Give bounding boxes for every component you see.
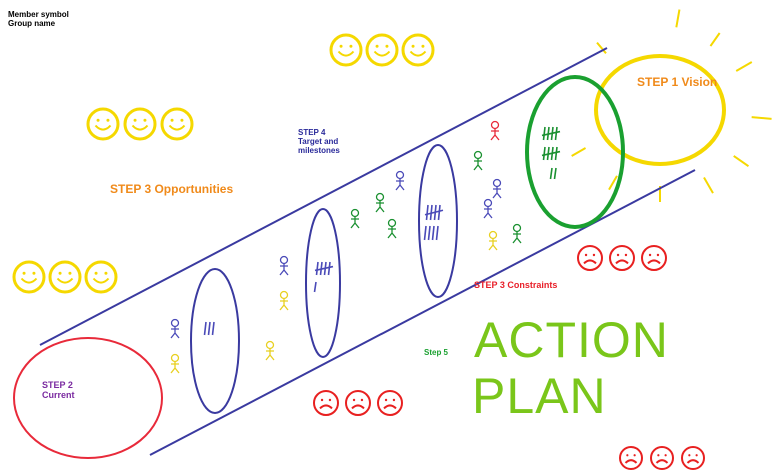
smiley-face-icon xyxy=(48,260,82,294)
tube-pipeline xyxy=(39,47,696,456)
tally-marks-icon xyxy=(549,167,557,180)
tube-top-edge xyxy=(39,47,608,346)
stick-figure-icon xyxy=(170,353,180,374)
frowning-face-icon xyxy=(609,245,635,271)
stick-figure-icon xyxy=(279,255,289,276)
stick-figure-icon xyxy=(483,198,493,219)
step3-opportunities-label: STEP 3 Opportunities xyxy=(110,182,234,196)
frowning-face-icon xyxy=(313,390,339,416)
vision-circle xyxy=(594,54,726,166)
smiley-face-icon xyxy=(329,33,363,67)
stick-figure-icon xyxy=(265,340,275,361)
tally-marks-icon xyxy=(314,261,334,276)
milestone-ring-4 xyxy=(525,75,625,229)
sun-ray xyxy=(709,32,721,47)
tally-marks-icon xyxy=(541,126,561,141)
frowning-face-icon xyxy=(377,390,403,416)
stick-figure-icon xyxy=(492,178,502,199)
current-circle xyxy=(13,337,163,459)
stick-figure-icon xyxy=(473,150,483,171)
step3-constraints-label: STEP 3 Constraints xyxy=(474,280,558,290)
sun-ray xyxy=(675,9,681,28)
sun-ray xyxy=(608,175,618,191)
milestone-ring-3 xyxy=(418,144,458,298)
sun-icon xyxy=(571,9,772,202)
milestone-ring-2 xyxy=(305,208,341,358)
step2-current-label: STEP 2 Current xyxy=(42,380,75,401)
sun-ray xyxy=(733,155,750,168)
frowning-face-icon xyxy=(619,446,643,470)
plan-title: PLAN xyxy=(472,368,607,424)
step1-vision-label: STEP 1 Vision xyxy=(637,75,718,89)
tally-marks-icon xyxy=(424,204,444,221)
member-symbol-label: Member symbol Group name xyxy=(8,10,69,29)
smiley-face-icon xyxy=(84,260,118,294)
tally-marks-icon xyxy=(313,281,317,293)
sun-ray xyxy=(751,116,772,120)
smiley-face-icon xyxy=(12,260,46,294)
smiley-face-icon xyxy=(401,33,435,67)
sun-ray xyxy=(571,147,587,157)
sun-ray xyxy=(735,61,753,72)
tally-marks-icon xyxy=(541,146,561,161)
stick-figure-icon xyxy=(488,230,498,251)
stick-figure-icon xyxy=(170,318,180,339)
tube-bottom-edge xyxy=(149,169,696,456)
stick-figure-icon xyxy=(279,290,289,311)
step4-targets-label: STEP 4 Target and milestones xyxy=(298,128,340,156)
frowning-face-icon xyxy=(650,446,674,470)
step5-label: Step 5 xyxy=(424,348,449,357)
tally-marks-icon xyxy=(423,225,439,241)
stick-figure-icon xyxy=(375,192,385,213)
frowning-face-icon xyxy=(641,245,667,271)
milestone-ring-1 xyxy=(190,268,240,414)
smiley-face-icon xyxy=(365,33,399,67)
stick-figure-icon xyxy=(387,218,397,239)
people-group xyxy=(170,120,522,374)
tally-marks-icon xyxy=(203,321,215,336)
faces-group xyxy=(12,33,705,470)
stick-figure-icon xyxy=(512,223,522,244)
frowning-face-icon xyxy=(345,390,371,416)
sun-ray xyxy=(703,177,714,194)
stick-figure-icon xyxy=(490,120,500,141)
stick-figure-icon xyxy=(350,208,360,229)
stick-figure-icon xyxy=(395,170,405,191)
action-title: ACTION xyxy=(474,312,669,368)
frowning-face-icon xyxy=(577,245,603,271)
tally-group xyxy=(203,126,561,336)
smiley-face-icon xyxy=(86,107,120,141)
smiley-face-icon xyxy=(160,107,194,141)
sun-ray xyxy=(596,41,607,54)
smiley-face-icon xyxy=(123,107,157,141)
frowning-face-icon xyxy=(681,446,705,470)
